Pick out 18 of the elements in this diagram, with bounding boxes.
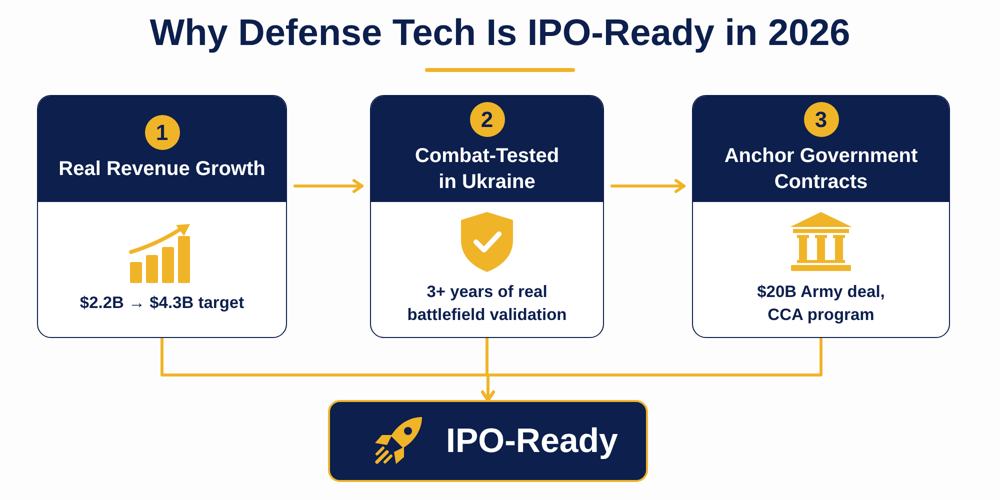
card-heading: Combat-Tested in Ukraine	[414, 144, 560, 194]
connector-arrow	[294, 179, 364, 193]
number-badge: 3	[804, 102, 838, 136]
step-card	[692, 95, 950, 338]
page-title: Why Defense Tech Is IPO-Ready in 2026	[150, 12, 850, 54]
card-description: $2.2B → $4.3B target	[80, 293, 244, 314]
card-heading: Real Revenue Growth	[58, 156, 266, 182]
connector-arrow	[481, 336, 822, 402]
number-badge: 2	[470, 102, 504, 136]
result-title: IPO-Ready	[446, 421, 618, 462]
card-heading: Anchor Government Contracts	[723, 144, 919, 194]
result-box	[328, 400, 648, 482]
step-card	[370, 95, 604, 338]
connector-arrow	[610, 179, 686, 193]
number-badge: 1	[144, 114, 180, 150]
card-description: $20B Army deal, CCA program	[756, 282, 886, 326]
card-description: 3+ years of real battlefield validation	[406, 282, 568, 326]
step-card	[37, 95, 287, 338]
